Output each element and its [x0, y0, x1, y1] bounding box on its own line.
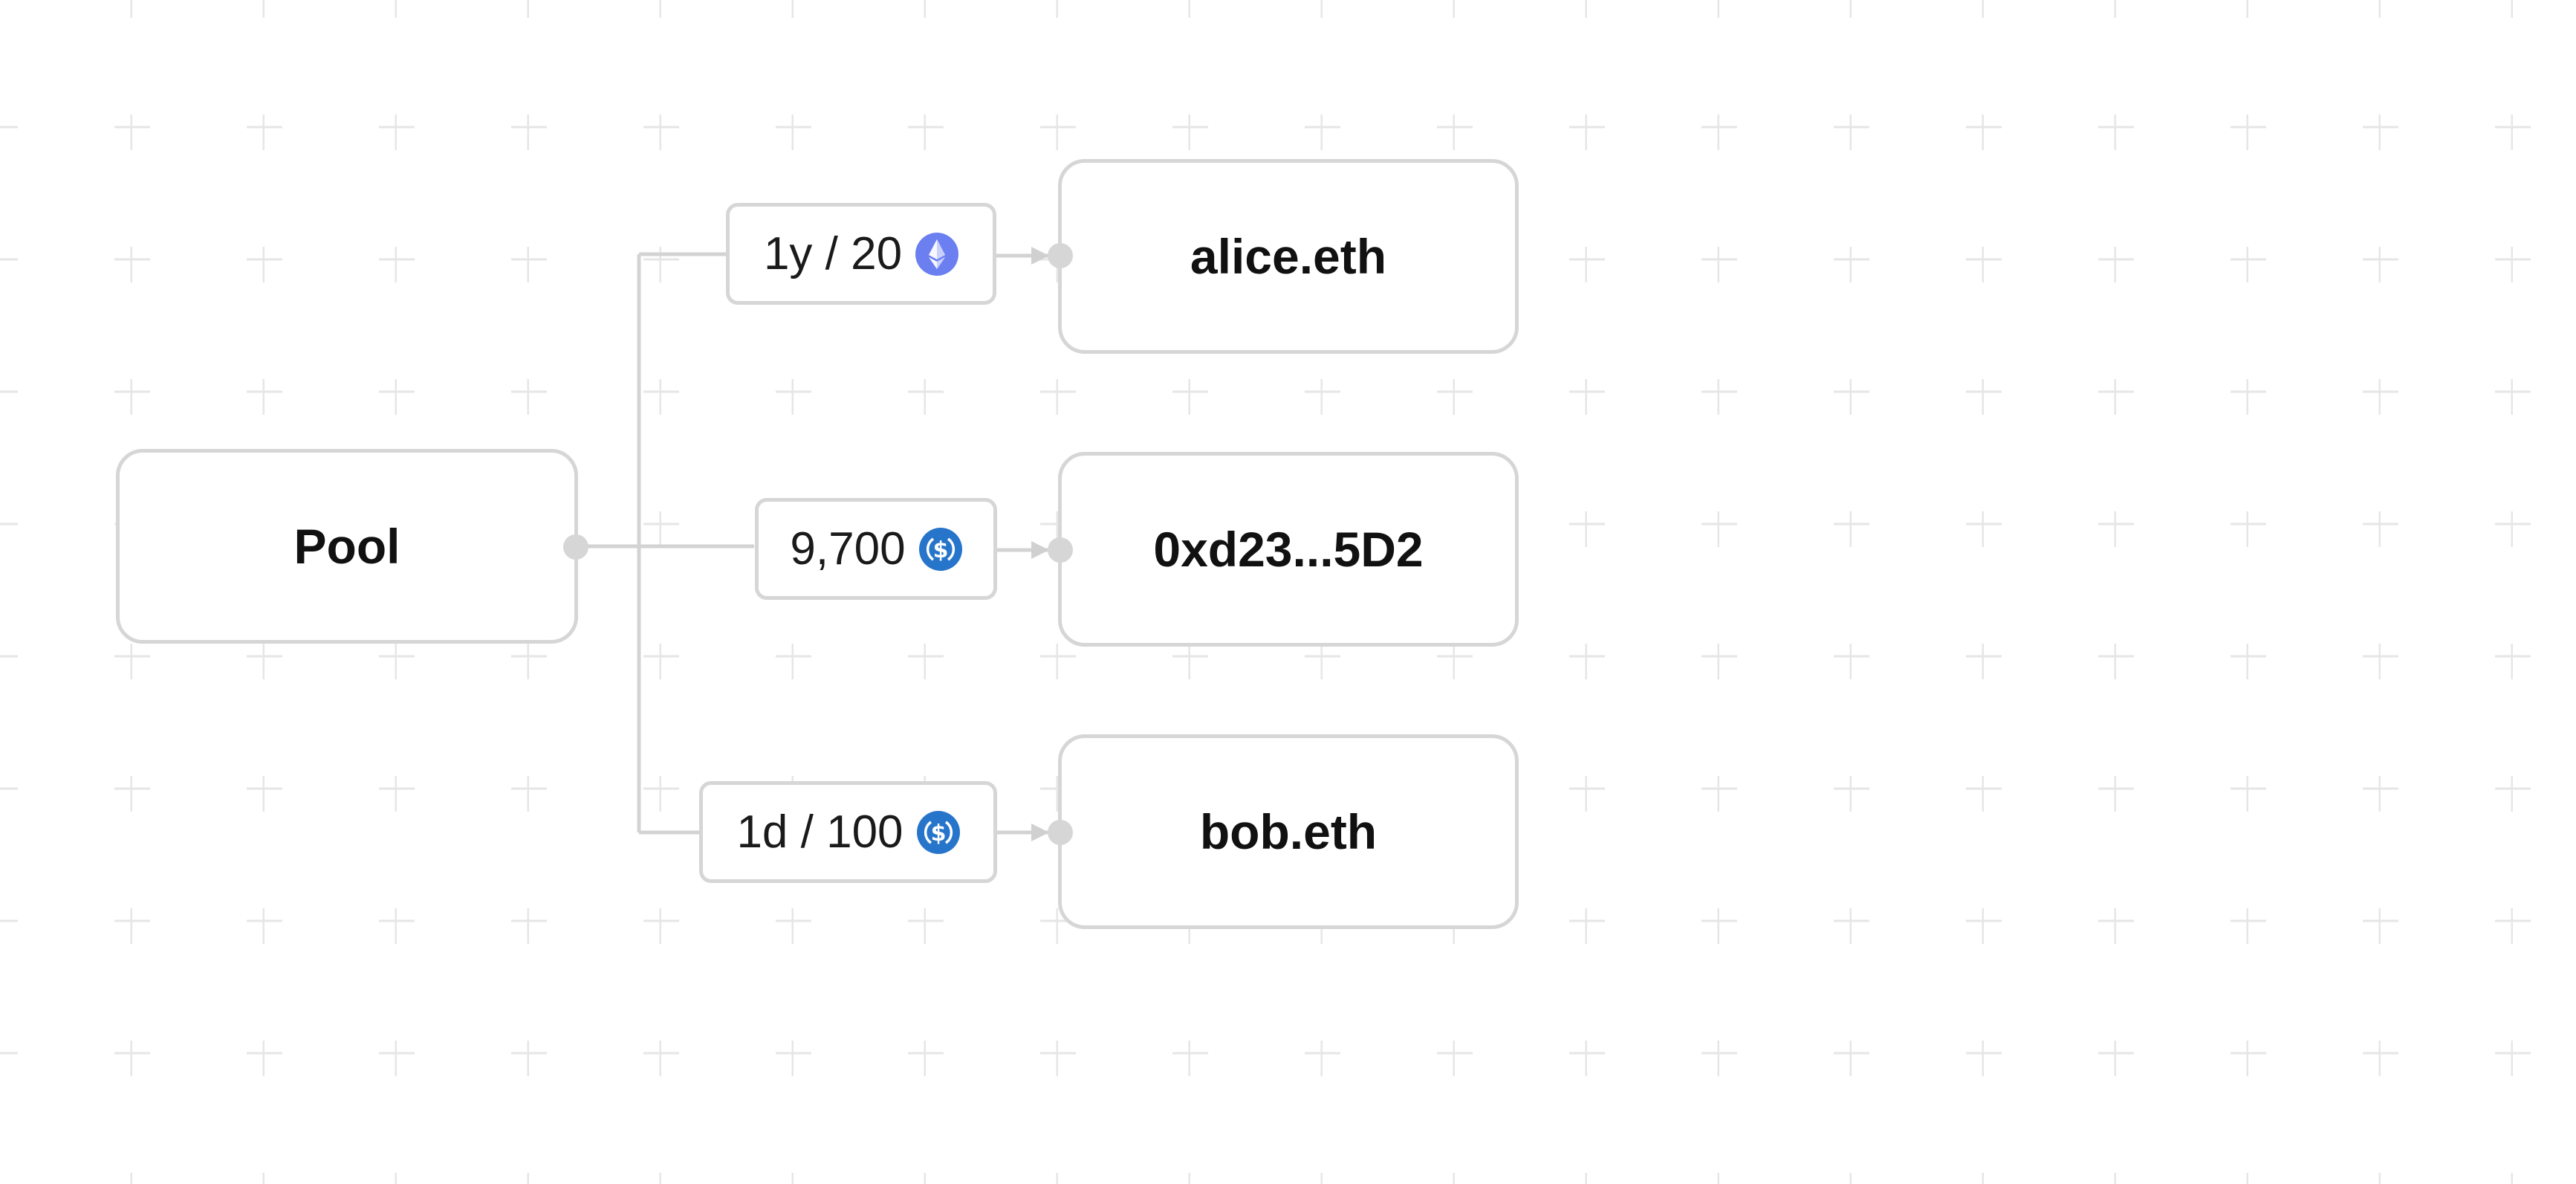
- alice-input-handle: [1048, 243, 1073, 268]
- amount-pill-alice[interactable]: 1y / 20: [726, 203, 996, 305]
- amount-pill-0xd23[interactable]: 9,700 $: [755, 498, 997, 600]
- recipient-node-0xd23[interactable]: 0xd23...5D2: [1058, 452, 1519, 647]
- arrowhead-alice: [1031, 247, 1049, 265]
- bob-input-handle: [1048, 820, 1073, 845]
- pool-node-label: Pool: [293, 519, 400, 574]
- arrowhead-bob: [1031, 824, 1049, 841]
- amount-label: 1d / 100: [736, 806, 903, 858]
- amount-label: 1y / 20: [763, 228, 903, 279]
- recipient-node-label: bob.eth: [1199, 804, 1378, 859]
- amount-pill-bob[interactable]: 1d / 100 $: [699, 781, 997, 883]
- usdc-icon: $: [918, 527, 962, 571]
- 0xd23-input-handle: [1048, 537, 1073, 563]
- arrowhead-0xd23: [1031, 541, 1049, 559]
- svg-text:$: $: [932, 537, 948, 563]
- svg-text:$: $: [930, 821, 946, 847]
- usdc-icon: $: [916, 810, 960, 854]
- pool-output-handle: [563, 534, 588, 560]
- ethereum-icon: [915, 232, 959, 276]
- recipient-node-bob[interactable]: bob.eth: [1058, 734, 1519, 929]
- amount-label: 9,700: [790, 523, 906, 575]
- recipient-node-label: 0xd23...5D2: [1153, 522, 1424, 577]
- pool-node[interactable]: Pool: [116, 449, 578, 644]
- recipient-node-label: alice.eth: [1190, 229, 1387, 284]
